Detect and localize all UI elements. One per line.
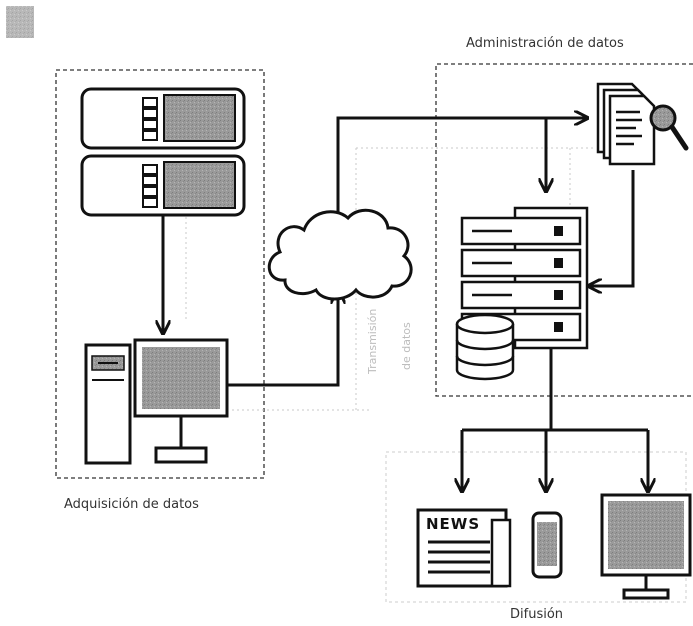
arrow-server-to-distribution [460,348,650,488]
mobile-phone-icon [531,511,563,579]
label-data-acquisition: Adquisición de datos [64,497,199,512]
workstation [84,338,229,465]
monitor-icon [600,493,692,600]
label-transmission-2: de datos [400,322,413,370]
arrow-workstation-to-cloud [227,292,338,387]
management-group-box [435,63,693,397]
news-label: NEWS [426,515,481,533]
newspaper-icon [416,508,512,588]
cloud [267,208,413,301]
arrow-cloud-to-documents [336,118,586,212]
corner-logo [6,6,34,38]
label-diffusion: Difusión [510,607,564,622]
arrow-documents-to-server [590,170,635,286]
documents-search-icon [596,82,689,166]
database-server-icon [455,206,589,381]
sensor-unit-bottom [80,154,246,217]
label-transmission-1: Transmisión [366,308,379,374]
sensor-unit-top [80,87,246,150]
label-data-management: Administración de datos [466,36,624,51]
